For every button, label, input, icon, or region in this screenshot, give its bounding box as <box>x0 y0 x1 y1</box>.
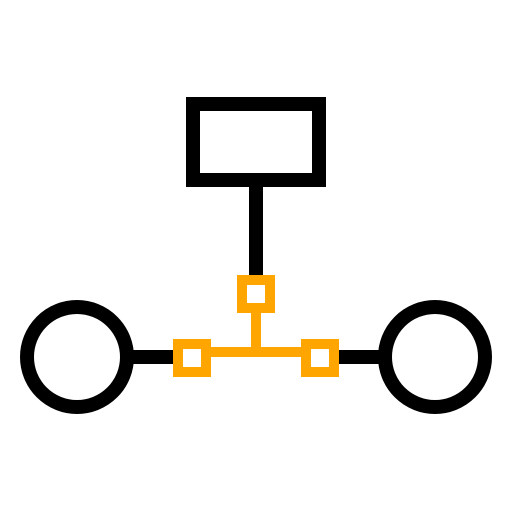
right-node-circle <box>378 300 492 414</box>
junction-square-top <box>237 275 275 313</box>
junction-square-right <box>301 339 339 377</box>
left-node-circle <box>20 300 134 414</box>
junction-square-left <box>173 339 211 377</box>
top-node-rectangle <box>186 97 326 187</box>
